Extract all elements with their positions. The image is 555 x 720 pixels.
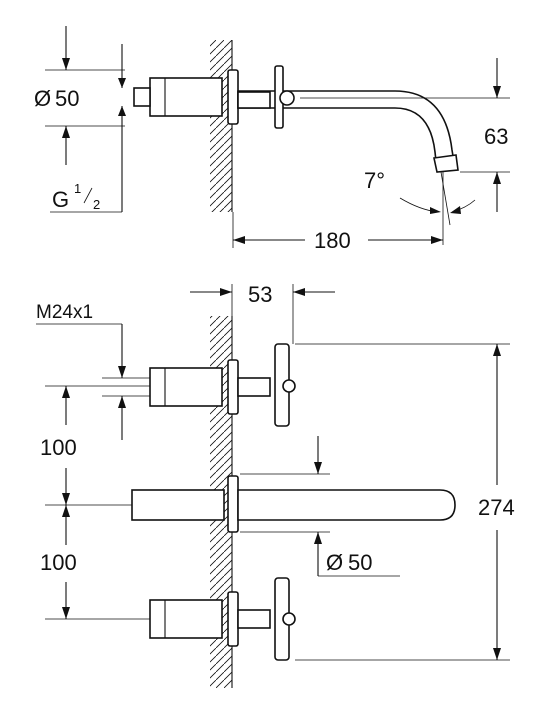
top-wall-hatch	[210, 40, 232, 212]
upper-valve-body	[149, 367, 223, 407]
top-valve-body	[149, 77, 223, 117]
top-thread-g: G	[52, 187, 69, 212]
upper-handle-stem	[237, 377, 271, 397]
top-view: Ø 50 G 1 2 63 7° 180	[34, 26, 510, 253]
top-handle-stem	[237, 91, 271, 109]
front-diameter-symbol: Ø	[326, 550, 343, 575]
front-view: 53 M24x1 100 100 274	[36, 282, 515, 688]
upper-escutcheon	[227, 359, 239, 415]
front-spout	[237, 489, 456, 521]
front-offset-value: 53	[248, 282, 272, 307]
upper-handle-hub	[282, 379, 296, 393]
top-thread-den: 2	[93, 197, 100, 212]
lower-handle-hub	[282, 612, 296, 626]
lower-handle-stem	[237, 609, 271, 629]
lower-escutcheon	[227, 591, 239, 647]
top-valve-stub	[133, 87, 151, 107]
top-escutcheon	[227, 69, 239, 125]
spout-body-in-wall	[131, 489, 225, 521]
front-total-height: 274	[478, 495, 515, 520]
front-diameter-value: 50	[348, 550, 372, 575]
top-thread-num: 1	[74, 181, 81, 196]
top-height-value: 63	[484, 124, 508, 149]
lower-valve-body	[149, 599, 223, 639]
top-spout-tip	[433, 154, 459, 173]
top-angle-value: 7°	[364, 168, 385, 193]
spout-escutcheon	[227, 475, 239, 533]
top-diameter-symbol: Ø	[34, 86, 51, 111]
top-diameter-value: 50	[55, 86, 79, 111]
top-handle-hub	[279, 90, 295, 106]
top-length-value: 180	[314, 228, 351, 253]
front-spacing-upper: 100	[40, 435, 77, 460]
front-spacing-lower: 100	[40, 550, 77, 575]
front-thread-value: M24x1	[36, 302, 93, 323]
